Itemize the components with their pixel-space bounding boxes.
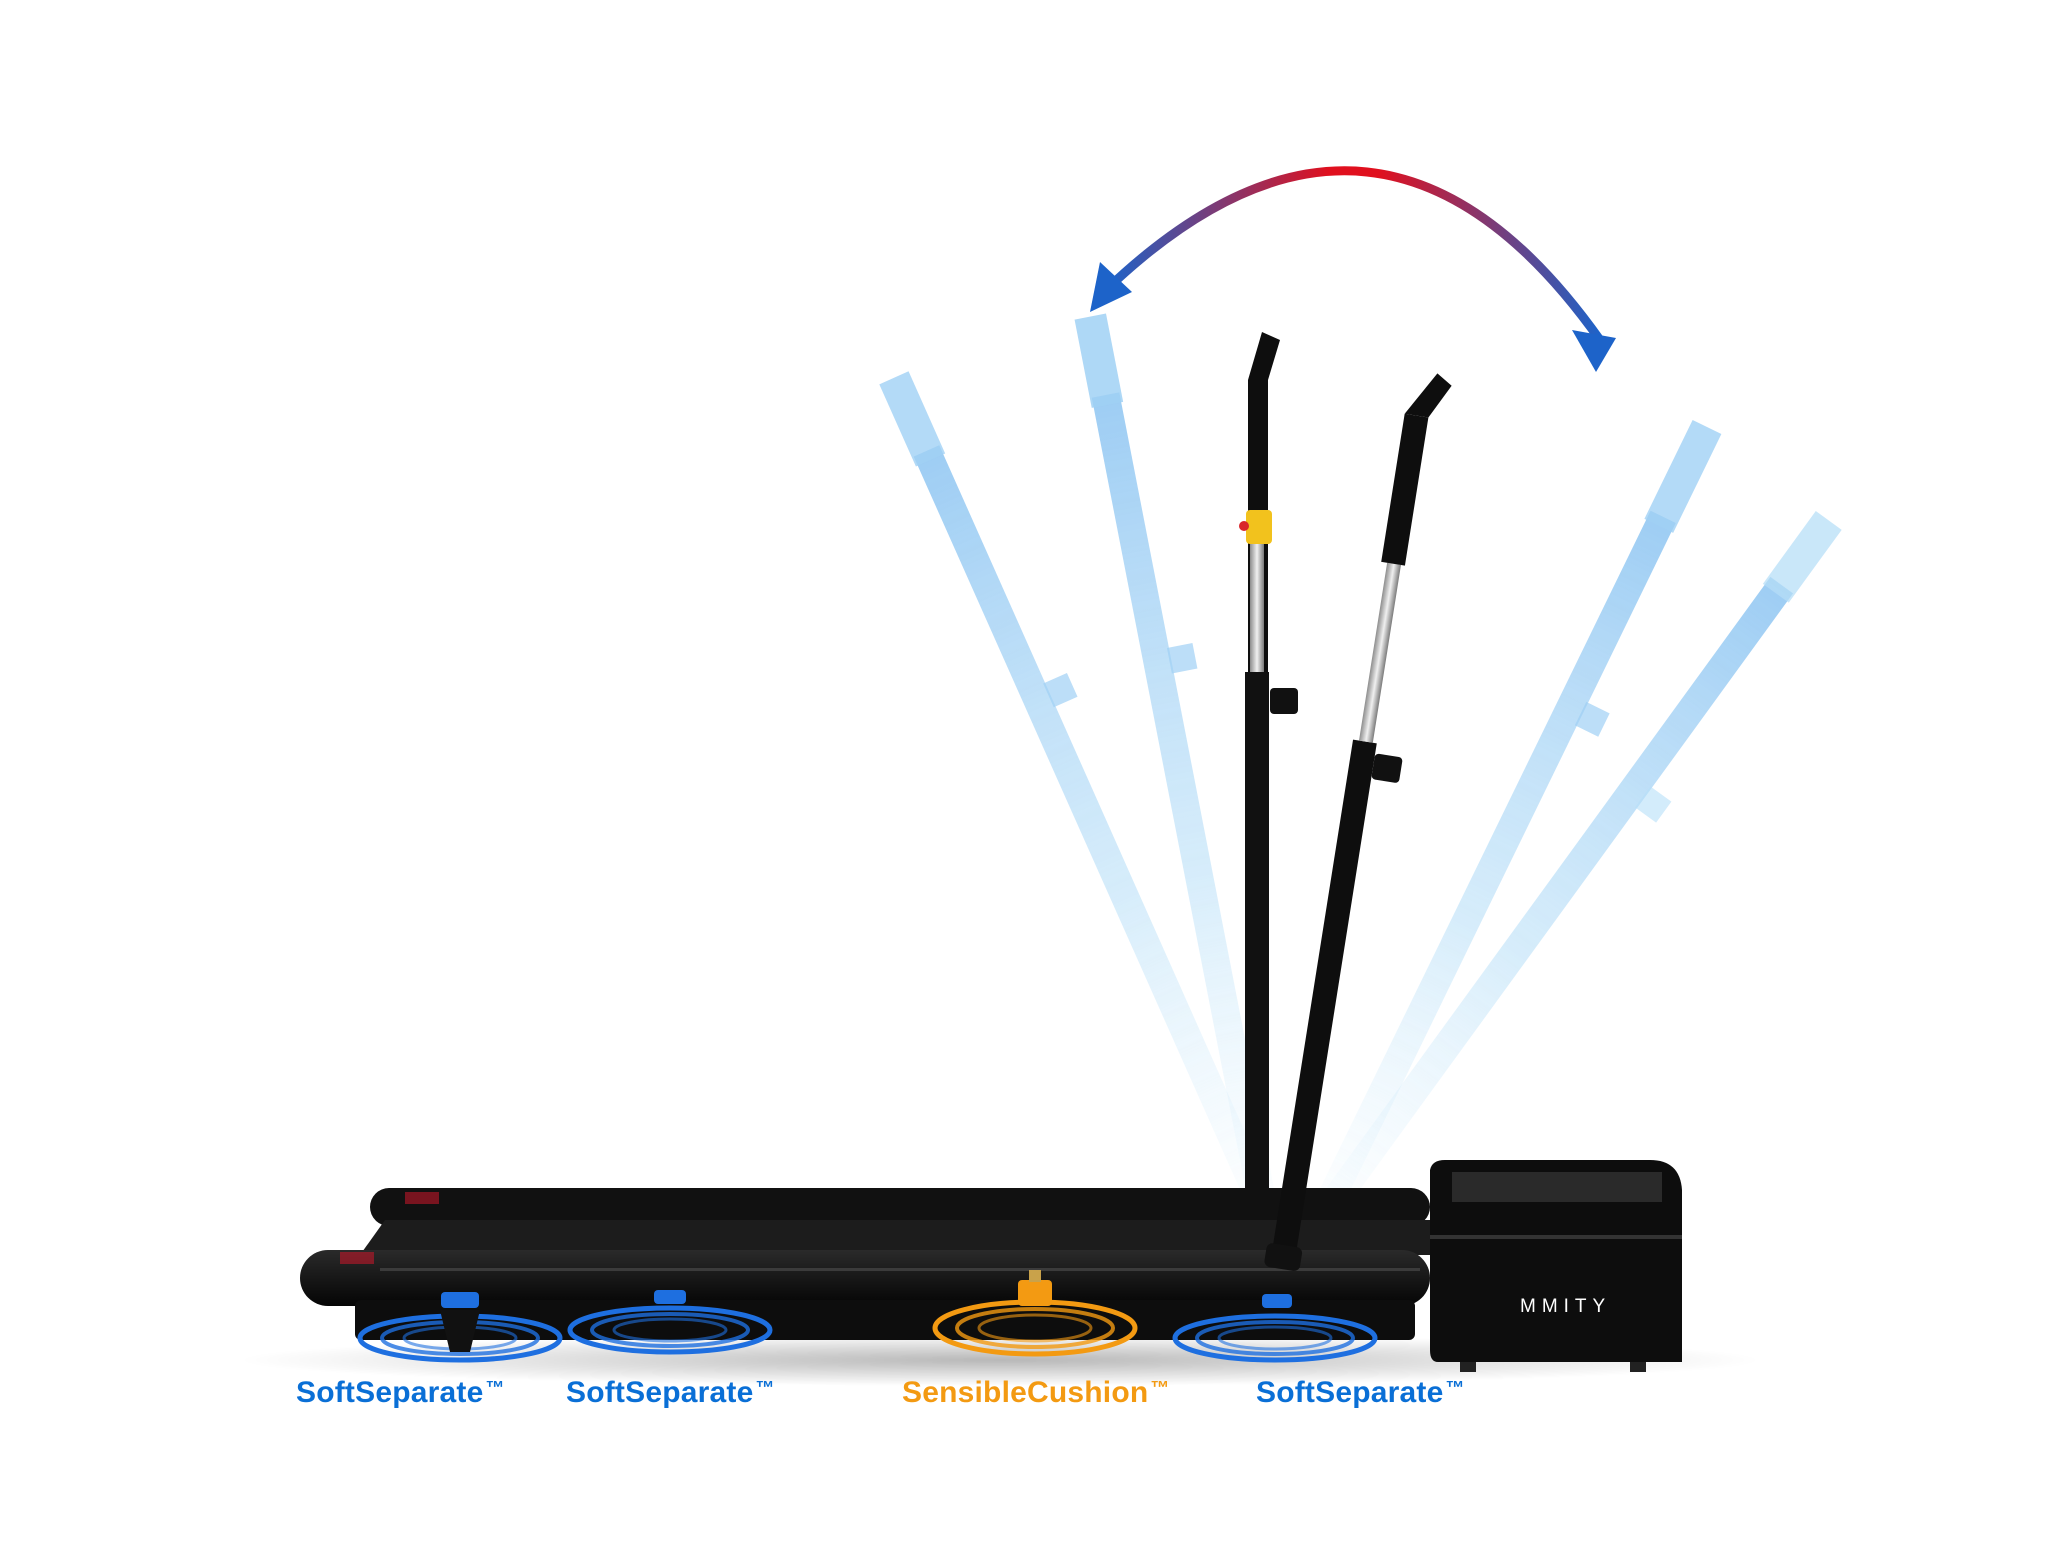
label-text: SensibleCushion <box>902 1376 1149 1409</box>
label-text: SoftSeparate <box>566 1376 754 1409</box>
brand-logo: MMITY <box>1520 1296 1612 1317</box>
adjust-knob <box>1270 688 1298 714</box>
handlebar-upright <box>1239 332 1298 1192</box>
trademark: ™ <box>1150 1378 1170 1399</box>
trademark: ™ <box>755 1378 775 1399</box>
label-text: SoftSeparate <box>296 1376 484 1409</box>
trademark: ™ <box>485 1378 505 1399</box>
trademark: ™ <box>1445 1378 1465 1399</box>
motor-housing <box>1430 1160 1682 1372</box>
handlebar-tilted <box>1264 373 1452 1271</box>
label-text: SoftSeparate <box>1256 1376 1444 1409</box>
lock-collar <box>1246 510 1272 544</box>
handlebar-motion-ghost-icon <box>879 313 1842 1209</box>
shock-absorber-ring-icon <box>357 1270 1378 1363</box>
double-headed-curved-arrow-icon <box>1090 166 1616 372</box>
